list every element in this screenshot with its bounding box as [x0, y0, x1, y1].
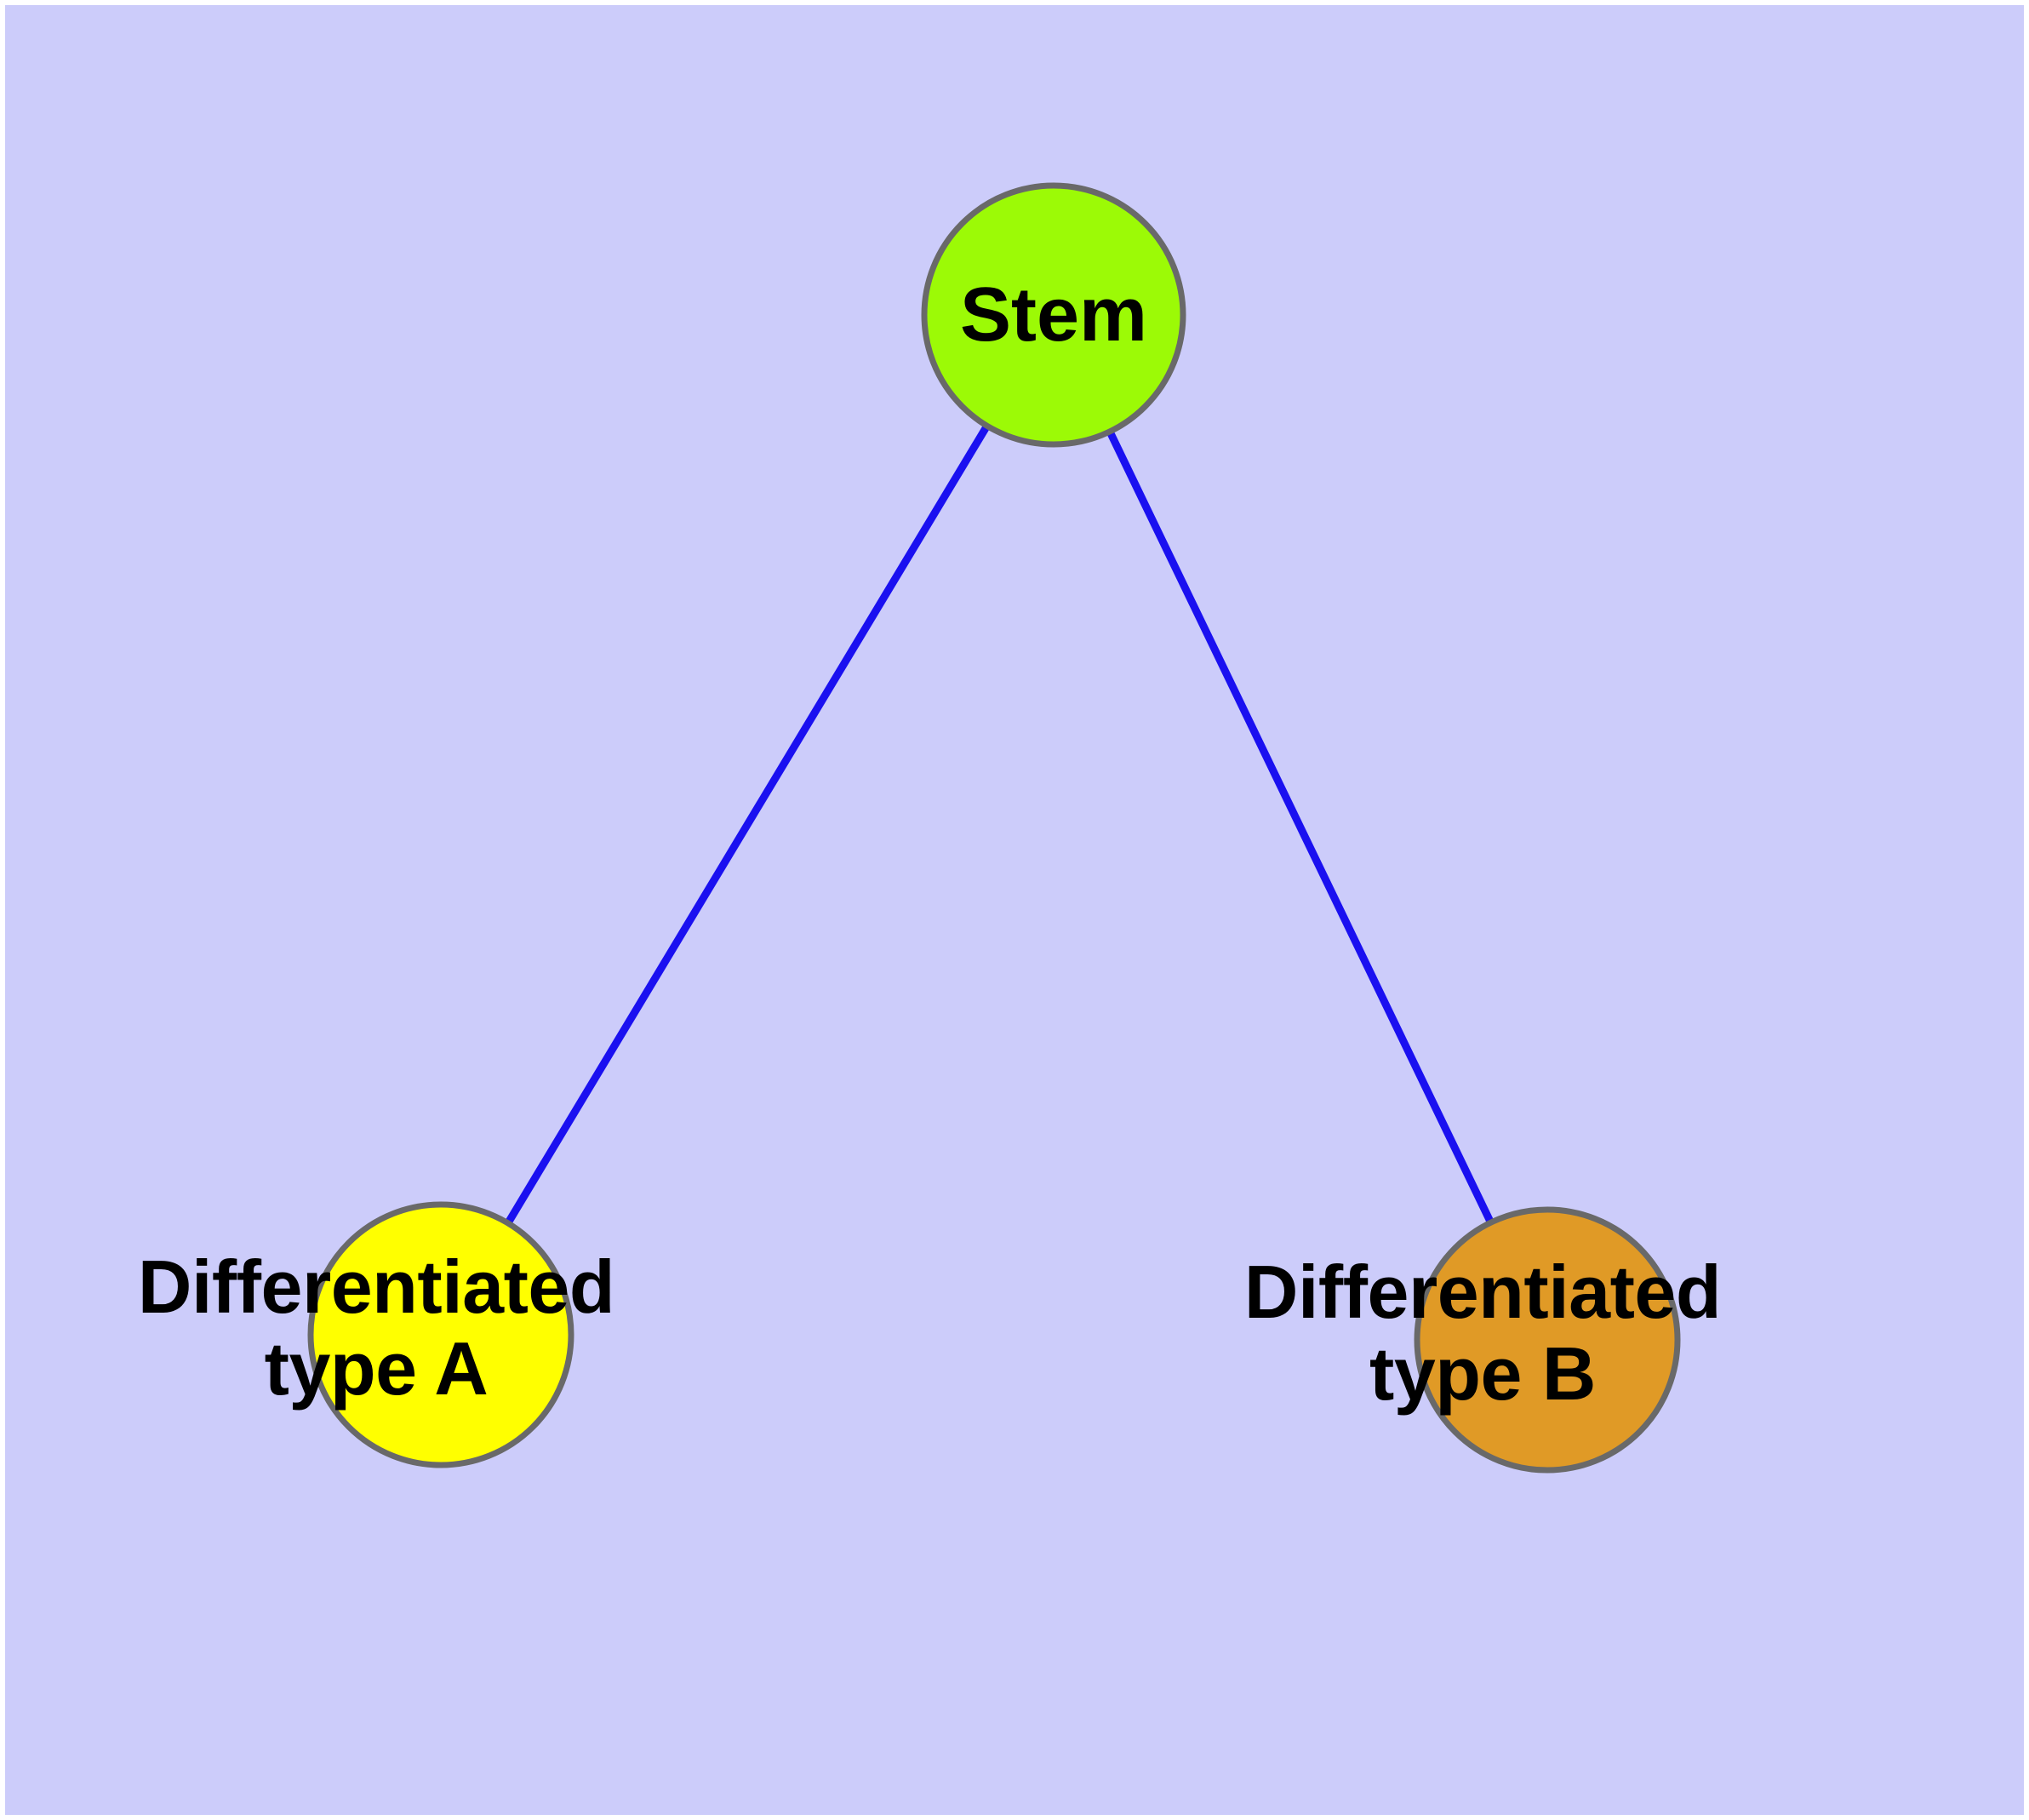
- edge-stem-to-differentiated-type-a[interactable]: [437, 312, 1057, 1337]
- node-differentiated-type-b[interactable]: [1414, 1206, 1681, 1474]
- node-stem[interactable]: [921, 182, 1186, 448]
- node-differentiated-type-a[interactable]: [307, 1201, 574, 1468]
- edge-stem-to-differentiated-type-b[interactable]: [1049, 313, 1552, 1342]
- edge-layer: [437, 312, 1552, 1342]
- node-layer: [307, 182, 1681, 1474]
- cell-differentiation-graph: [307, 182, 1681, 1474]
